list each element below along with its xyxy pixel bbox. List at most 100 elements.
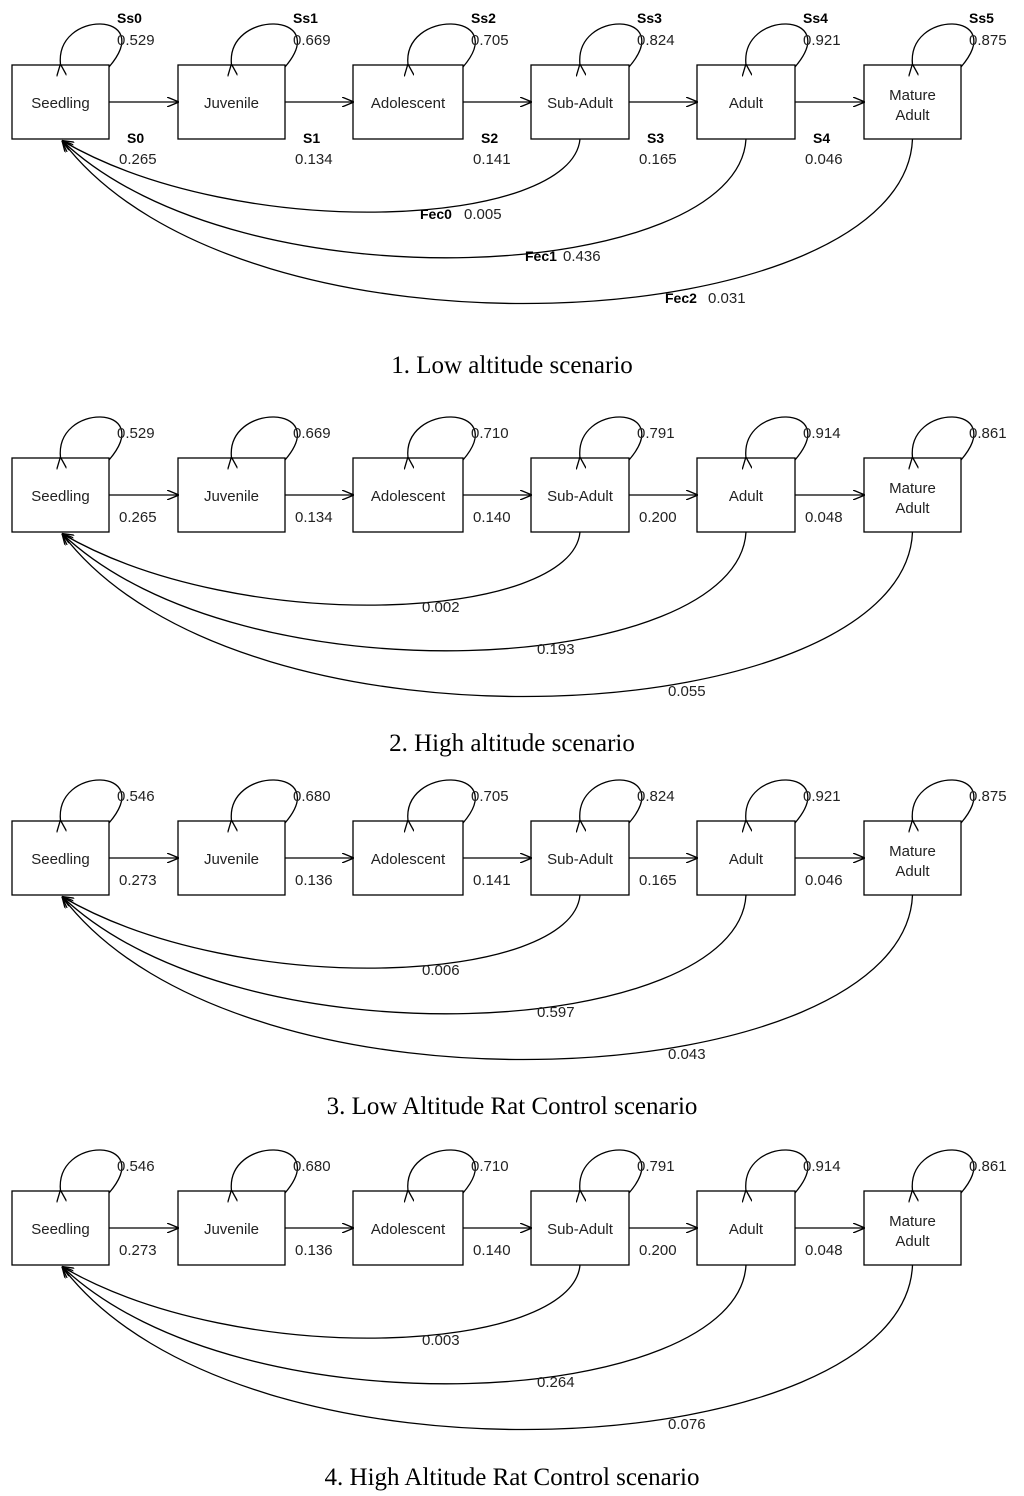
transition-param-label: S3 bbox=[647, 130, 664, 146]
transition-param-label: S0 bbox=[127, 130, 144, 146]
transition-param-label: S1 bbox=[303, 130, 320, 146]
transition-value: 0.265 bbox=[119, 509, 157, 526]
stasis-loop bbox=[231, 779, 299, 823]
stasis-loop bbox=[746, 1149, 809, 1193]
stage-label: Mature bbox=[889, 480, 936, 497]
stasis-loop bbox=[912, 23, 975, 67]
stasis-value: 0.875 bbox=[969, 32, 1007, 49]
stasis-loop bbox=[408, 1149, 476, 1193]
transition-value: 0.140 bbox=[473, 1242, 511, 1259]
stasis-value: 0.546 bbox=[117, 1158, 155, 1175]
stasis-value: 0.914 bbox=[803, 1158, 841, 1175]
stage-box-seedling bbox=[11, 1190, 110, 1266]
stage-label: Adolescent bbox=[371, 488, 446, 505]
stage-label: Juvenile bbox=[204, 1221, 259, 1238]
transition-value: 0.273 bbox=[119, 1242, 157, 1259]
stage-label: Sub-Adult bbox=[547, 851, 614, 868]
stage-label: Mature bbox=[889, 87, 936, 104]
stage-label: Seedling bbox=[31, 851, 89, 868]
stasis-loop bbox=[580, 416, 643, 460]
stasis-value: 0.680 bbox=[293, 1158, 331, 1175]
stage-label: Juvenile bbox=[204, 851, 259, 868]
stasis-loop bbox=[408, 779, 476, 823]
transition-value: 0.134 bbox=[295, 509, 333, 526]
stasis-value: 0.705 bbox=[471, 788, 509, 805]
fecundity-arc bbox=[63, 1264, 581, 1339]
fecundity-arc bbox=[63, 894, 747, 1015]
stage-label: Adult bbox=[895, 1233, 930, 1250]
transition-value: 0.200 bbox=[639, 1242, 677, 1259]
stage-box-mature-adult bbox=[863, 1190, 962, 1266]
fecundity-value: 0.006 bbox=[422, 962, 460, 979]
fecundity-arc bbox=[63, 1264, 747, 1385]
stage-box-juvenile bbox=[177, 64, 286, 140]
stage-label: Sub-Adult bbox=[547, 95, 614, 112]
fecundity-value: 0.003 bbox=[422, 1332, 460, 1349]
stage-label: Juvenile bbox=[204, 95, 259, 112]
stage-label: Sub-Adult bbox=[547, 1221, 614, 1238]
stage-box-adolescent bbox=[352, 820, 464, 896]
fecundity-param-label: Fec2 bbox=[665, 290, 697, 306]
stasis-value: 0.710 bbox=[471, 1158, 509, 1175]
stasis-loop bbox=[60, 416, 123, 460]
stasis-loop bbox=[231, 1149, 299, 1193]
stasis-value: 0.669 bbox=[293, 32, 331, 49]
transition-param-label: S2 bbox=[481, 130, 498, 146]
stasis-value: 0.529 bbox=[117, 32, 155, 49]
fecundity-value: 0.193 bbox=[537, 641, 575, 658]
fecundity-value: 0.005 bbox=[464, 206, 502, 223]
stage-box-adult bbox=[696, 820, 796, 896]
stage-label: Seedling bbox=[31, 95, 89, 112]
transition-value: 0.165 bbox=[639, 872, 677, 889]
fecundity-arc bbox=[63, 532, 914, 698]
stasis-value: 0.546 bbox=[117, 788, 155, 805]
stage-box-seedling bbox=[11, 64, 110, 140]
stasis-param-label: Ss1 bbox=[293, 10, 318, 26]
fecundity-arc bbox=[63, 138, 581, 213]
stasis-value: 0.921 bbox=[803, 32, 841, 49]
fecundity-value: 0.055 bbox=[668, 683, 706, 700]
stasis-value: 0.529 bbox=[117, 425, 155, 442]
stasis-value: 0.861 bbox=[969, 1158, 1007, 1175]
stage-label: Adult bbox=[895, 500, 930, 517]
stasis-value: 0.875 bbox=[969, 788, 1007, 805]
transition-value: 0.141 bbox=[473, 872, 511, 889]
stasis-param-label: Ss4 bbox=[803, 10, 828, 26]
fecundity-arc bbox=[63, 894, 581, 969]
transition-value: 0.046 bbox=[805, 872, 843, 889]
stasis-loop bbox=[231, 23, 299, 67]
stasis-value: 0.791 bbox=[637, 1158, 675, 1175]
transition-value: 0.134 bbox=[295, 151, 333, 168]
stasis-value: 0.824 bbox=[637, 32, 675, 49]
stage-box-mature-adult bbox=[863, 820, 962, 896]
stasis-value: 0.791 bbox=[637, 425, 675, 442]
stasis-loop bbox=[912, 779, 975, 823]
stage-label: Seedling bbox=[31, 1221, 89, 1238]
transition-value: 0.140 bbox=[473, 509, 511, 526]
fecundity-value: 0.076 bbox=[668, 1416, 706, 1433]
stasis-value: 0.921 bbox=[803, 788, 841, 805]
stasis-loop bbox=[912, 416, 975, 460]
stasis-value: 0.710 bbox=[471, 425, 509, 442]
stage-box-adolescent bbox=[352, 1190, 464, 1266]
fecundity-value: 0.597 bbox=[537, 1004, 575, 1021]
stage-label: Adult bbox=[729, 851, 764, 868]
fecundity-arc bbox=[63, 138, 747, 259]
stasis-loop bbox=[580, 23, 643, 67]
stasis-loop bbox=[580, 1149, 643, 1193]
scenario-caption: 1. Low altitude scenario bbox=[391, 352, 633, 379]
stage-label: Adult bbox=[729, 488, 764, 505]
stage-label: Adult bbox=[729, 95, 764, 112]
stage-box-adult bbox=[696, 457, 796, 533]
stage-label: Sub-Adult bbox=[547, 488, 614, 505]
stasis-value: 0.914 bbox=[803, 425, 841, 442]
transition-value: 0.141 bbox=[473, 151, 511, 168]
transition-value: 0.165 bbox=[639, 151, 677, 168]
stage-label: Adolescent bbox=[371, 851, 446, 868]
stasis-loop bbox=[60, 23, 123, 67]
transition-param-label: S4 bbox=[813, 130, 830, 146]
stasis-value: 0.705 bbox=[471, 32, 509, 49]
fecundity-arc bbox=[63, 531, 581, 606]
scenario-caption: 2. High altitude scenario bbox=[389, 730, 635, 757]
